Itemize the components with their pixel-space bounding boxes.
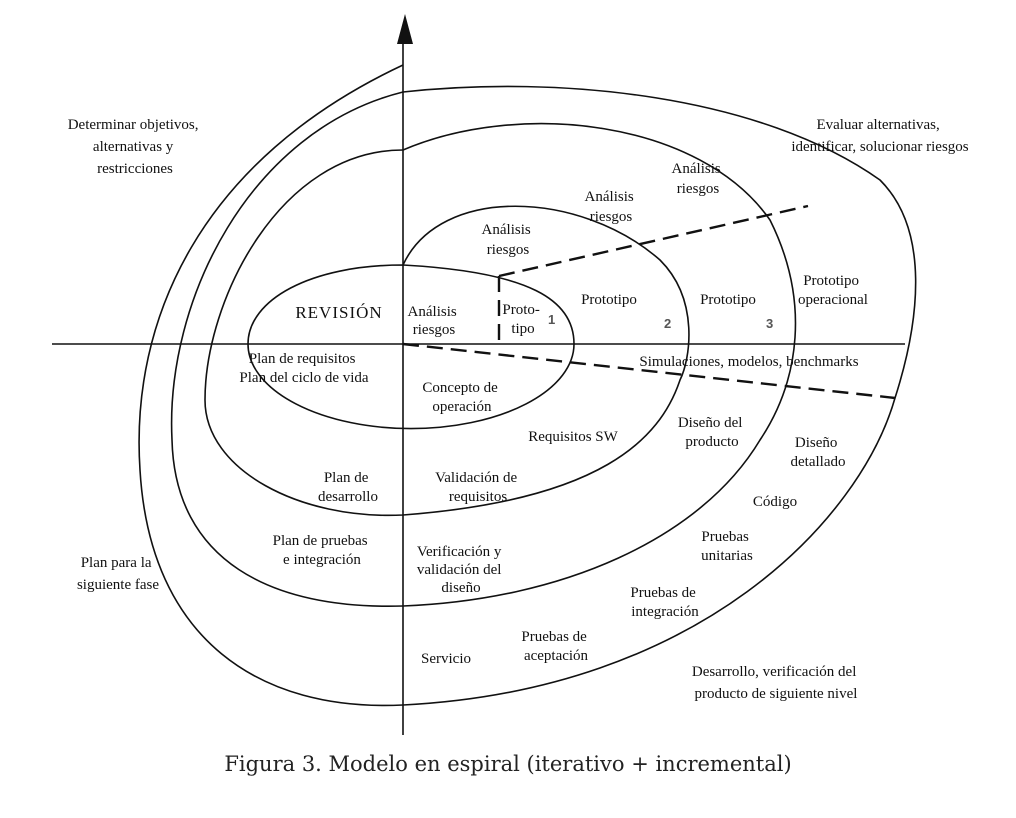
concepto-operacion-label: Concepto de operación bbox=[422, 380, 501, 415]
spiral-loop-1 bbox=[247, 264, 575, 430]
quadrant-top-right-label: Evaluar alternativas, identificar, soluc… bbox=[791, 117, 968, 155]
quadrant-bottom-left-label: Plan para la siguiente fase bbox=[77, 555, 159, 593]
plan-pruebas-label: Plan de pruebas e integración bbox=[273, 533, 372, 568]
pruebas-unitarias-label: Pruebas unitarias bbox=[701, 529, 753, 564]
risk-analysis-label: Análisis riesgos bbox=[408, 304, 461, 338]
figure-caption: Figura 3. Modelo en espiral (iterativo +… bbox=[224, 752, 792, 776]
cycle-number-3: 3 bbox=[766, 316, 773, 331]
vertical-axis-arrowhead bbox=[397, 14, 413, 44]
spiral-loop-3 bbox=[170, 91, 797, 607]
servicio-label: Servicio bbox=[421, 651, 471, 667]
prototype-dashed-upper bbox=[498, 204, 809, 278]
codigo-label: Código bbox=[753, 494, 797, 510]
requisitos-sw-label: Requisitos SW bbox=[528, 429, 618, 445]
revision-label: REVISIÓN bbox=[295, 303, 382, 322]
validacion-requisitos-label: Validación de requisitos bbox=[435, 470, 521, 505]
risk-analysis-label: Análisis riesgos bbox=[672, 161, 725, 197]
pruebas-aceptacion-label: Pruebas de aceptación bbox=[521, 629, 590, 664]
diseno-producto-label: Diseño del producto bbox=[678, 415, 746, 450]
prototype-1-label: Proto- tipo bbox=[502, 302, 543, 337]
pruebas-integracion-label: Pruebas de integración bbox=[630, 585, 699, 620]
quadrant-bottom-right-label: Desarrollo, verificación del producto de… bbox=[692, 664, 860, 702]
spiral-loop-2 bbox=[204, 149, 690, 517]
simulation-dashed-lower bbox=[402, 342, 896, 400]
verificacion-validacion-label: Verificación y validación del diseño bbox=[417, 544, 505, 596]
quadrant-top-left-label: Determinar objetivos, alternativas y res… bbox=[68, 117, 203, 177]
spiral-loop-4 bbox=[138, 64, 917, 707]
simulaciones-label: Simulaciones, modelos, benchmarks bbox=[639, 354, 858, 370]
diseno-detallado-label: Diseño detallado bbox=[791, 435, 846, 470]
plan-requisitos-label: Plan de requisitos Plan del ciclo de vid… bbox=[239, 351, 368, 386]
prototype-2-label: Prototipo bbox=[581, 292, 637, 308]
risk-analysis-label: Análisis riesgos bbox=[585, 189, 638, 225]
cycle-number-2: 2 bbox=[664, 316, 671, 331]
prototype-3-label: Prototipo bbox=[700, 292, 756, 308]
prototype-operational-label: Prototipo operacional bbox=[798, 273, 868, 308]
plan-desarrollo-label: Plan de desarrollo bbox=[318, 470, 378, 505]
risk-analysis-label: Análisis riesgos bbox=[482, 222, 535, 258]
cycle-number-1: 1 bbox=[548, 312, 555, 327]
